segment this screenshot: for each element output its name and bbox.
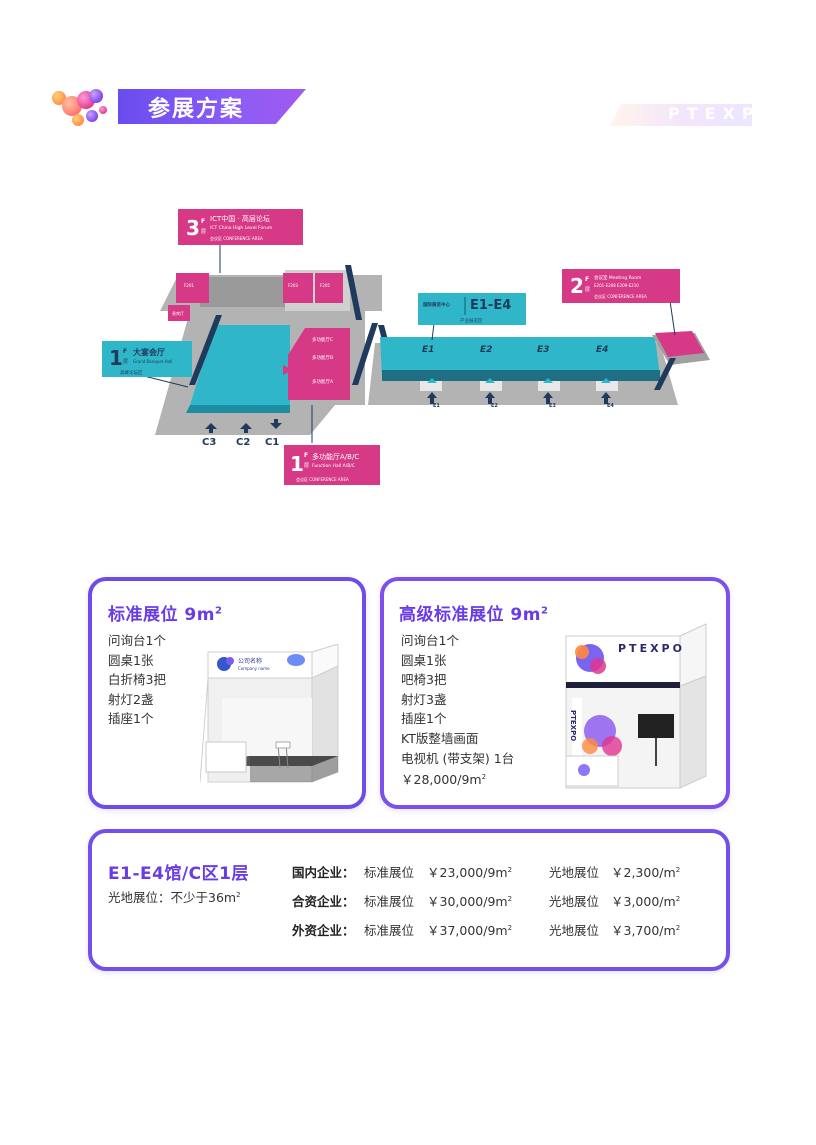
svg-text:公司名称: 公司名称 xyxy=(238,657,262,665)
svg-text:E3: E3 xyxy=(549,403,556,409)
header-title-bar xyxy=(118,89,306,124)
price-item: ￥28,000/9m2 xyxy=(401,772,487,788)
svg-text:1: 1 xyxy=(290,452,304,476)
svg-text:Function Hall A/B/C: Function Hall A/B/C xyxy=(312,463,355,469)
e-halls-block xyxy=(380,337,660,377)
premium-booth-title: 高级标准展位 9m2 xyxy=(399,605,549,625)
gate-c2: C2 xyxy=(236,437,250,448)
svg-text:Grand Banquet Hall: Grand Banquet Hall xyxy=(133,359,172,364)
svg-text:产业展览区: 产业展览区 xyxy=(460,317,483,324)
standard-booth-items: 问询台1个 圆桌1张 白折椅3把 射灯2盏 插座1个 xyxy=(108,631,166,729)
floor-plan: 多功能厅C 多功能厅B 多功能厅A F201 贵宾厅 F203 F205 E1 … xyxy=(100,205,720,499)
halls-pricing-card xyxy=(88,829,730,971)
header-logo-balls xyxy=(50,86,114,128)
halls-pricing-title: E1-E4馆/C区1层 xyxy=(108,864,249,884)
svg-text:3: 3 xyxy=(186,216,200,240)
svg-text:E4: E4 xyxy=(607,403,614,409)
svg-text:F: F xyxy=(201,218,205,225)
hall-label-e2: E2 xyxy=(480,345,492,355)
svg-text:F: F xyxy=(585,276,589,283)
svg-text:1: 1 xyxy=(109,346,123,370)
svg-text:会议区 CONFERENCE AREA: 会议区 CONFERENCE AREA xyxy=(210,235,263,241)
raw-space-note: 光地展位：不少于36m2 xyxy=(108,890,241,905)
callout-1f-banquet: 1 F 层 大宴会厅 Grand Banquet Hall 高峰论坛区 xyxy=(102,341,192,377)
svg-text:F201: F201 xyxy=(184,283,194,288)
svg-text:大宴会厅: 大宴会厅 xyxy=(133,347,165,357)
svg-text:层: 层 xyxy=(585,287,590,293)
callout-e1-e4: 国际展览中心 E1-E4 产业展览区 xyxy=(418,293,526,325)
svg-text:E1: E1 xyxy=(433,403,440,409)
premium-booth-image: PTEXPO PTEXPO xyxy=(560,606,710,792)
brand-band xyxy=(610,104,752,126)
brand-name: PTEXPO xyxy=(668,104,782,123)
svg-text:会议区 CONFERENCE AREA: 会议区 CONFERENCE AREA xyxy=(296,476,349,482)
callout-2f: 2 F 层 会议室 Meeting Room E201-E208 E209-E2… xyxy=(562,269,680,303)
list-item: 白折椅3把 xyxy=(108,672,166,688)
premium-booth-items: 问询台1个 圆桌1张 吧椅3把 射灯3盏 插座1个 KT版整墙画面 电视机 (带… xyxy=(401,631,514,790)
svg-text:PTEXPO: PTEXPO xyxy=(618,642,685,655)
svg-text:层: 层 xyxy=(123,359,128,365)
svg-text:国际展览中心: 国际展览中心 xyxy=(423,301,450,308)
svg-text:ICT China High Level Forum: ICT China High Level Forum xyxy=(210,225,272,231)
svg-text:贵宾厅: 贵宾厅 xyxy=(172,310,184,316)
svg-text:ICT中国 · 高层论坛: ICT中国 · 高层论坛 xyxy=(210,214,270,223)
svg-text:层: 层 xyxy=(201,229,206,235)
standard-booth-title: 标准展位 9m2 xyxy=(108,605,223,625)
list-item: 圆桌1张 xyxy=(108,652,154,668)
svg-text:Company name: Company name xyxy=(238,666,270,671)
pricing-row-joint: 合资企业： xyxy=(292,894,355,909)
svg-text:E201-E208 E209-E210: E201-E208 E209-E210 xyxy=(594,283,639,288)
page-title: 参展方案 xyxy=(148,97,245,122)
svg-text:F: F xyxy=(304,452,308,459)
hall-label-e1: E1 xyxy=(422,345,434,355)
svg-text:E1-E4: E1-E4 xyxy=(470,298,511,313)
svg-text:F: F xyxy=(123,348,127,355)
svg-text:高峰论坛区: 高峰论坛区 xyxy=(120,369,143,376)
svg-text:多功能厅B: 多功能厅B xyxy=(312,354,333,361)
callout-1f-function: 1 F 层 多功能厅A/B/C Function Hall A/B/C 会议区 … xyxy=(284,445,380,485)
callout-3f: 3 F 层 ICT中国 · 高层论坛 ICT China High Level … xyxy=(178,209,303,245)
svg-text:会议区 CONFERENCE AREA: 会议区 CONFERENCE AREA xyxy=(594,293,647,299)
svg-text:层: 层 xyxy=(304,463,309,469)
standard-booth-image: 公司名称 Company name xyxy=(199,643,344,788)
list-item: 插座1个 xyxy=(108,711,154,727)
list-item: KT版整墙画面 xyxy=(401,730,479,746)
svg-text:多功能厅C: 多功能厅C xyxy=(312,336,333,343)
svg-text:会议室 Meeting Room: 会议室 Meeting Room xyxy=(594,274,641,281)
svg-text:PTEXPO: PTEXPO xyxy=(569,710,577,741)
hall-label-e4: E4 xyxy=(596,345,608,355)
list-item: 问询台1个 xyxy=(108,633,166,648)
svg-text:E2: E2 xyxy=(491,403,498,409)
list-item: 电视机 (带支架) 1台 xyxy=(401,750,515,766)
function-hall-block xyxy=(288,328,350,400)
banquet-hall-block xyxy=(190,325,290,405)
svg-text:多功能厅A: 多功能厅A xyxy=(312,378,334,385)
gate-c3: C3 xyxy=(202,437,216,448)
gate-c1: C1 xyxy=(265,437,279,448)
list-item: 射灯3盏 xyxy=(401,691,447,707)
list-item: 圆桌1张 xyxy=(401,652,447,668)
svg-text:2: 2 xyxy=(570,274,584,298)
list-item: 射灯2盏 xyxy=(108,691,154,707)
pricing-row-domestic: 国内企业： xyxy=(292,865,355,880)
pricing-row-foreign: 外资企业： xyxy=(292,923,355,938)
hall-label-e3: E3 xyxy=(537,345,549,355)
list-item: 吧椅3把 xyxy=(401,672,447,688)
svg-text:F205: F205 xyxy=(320,283,330,288)
svg-text:多功能厅A/B/C: 多功能厅A/B/C xyxy=(312,452,359,461)
upper-left-block xyxy=(200,277,285,307)
list-item: 插座1个 xyxy=(401,711,447,727)
svg-text:F203: F203 xyxy=(288,283,298,288)
list-item: 问询台1个 xyxy=(401,633,459,648)
